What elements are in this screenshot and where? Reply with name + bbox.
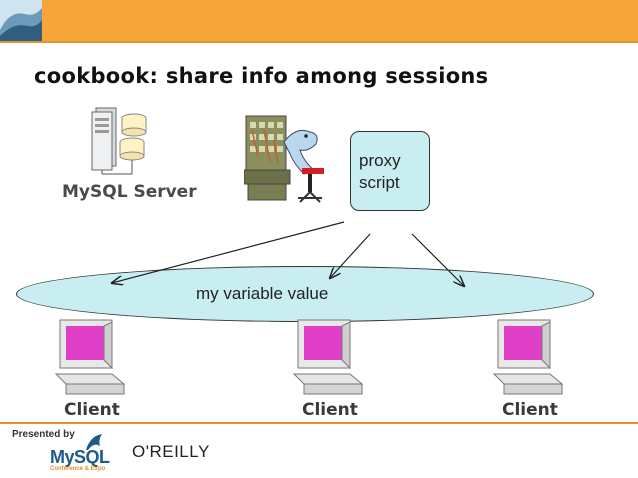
dolphin-operator-icon [243,112,336,209]
client-label: Client [302,400,358,420]
database-server-icon [88,106,152,181]
mysql-logo-text: MySQL [50,447,110,467]
client-computer-icon [292,318,364,403]
shared-variable-label: my variable value [196,284,329,303]
client-label: Client [502,400,558,420]
client-computer-icon [54,318,126,403]
mysql-conference-text: Conference & Expo [50,466,106,472]
oreilly-logo-text: O'REILLY [132,442,210,461]
client-computer-icon [492,318,564,403]
header-divider [0,41,638,43]
mysql-server-label: MySQL Server [62,182,197,202]
proxy-label-line1: proxy [359,151,401,170]
proxy-label-line2: script [359,173,400,192]
slide-title: cookbook: share info among sessions [34,64,489,88]
mysql-dolphin-icon [50,432,110,457]
client-label: Client [64,400,120,420]
proxy-script-box: proxy script [350,131,430,211]
shared-variable-ellipse [16,266,594,322]
footer-divider [0,422,638,424]
arrow-to-left [112,221,345,283]
presented-by-label: Presented by [12,429,75,440]
header-bar [0,0,638,41]
arrow-to-center [330,233,371,278]
wave-logo-icon [0,0,42,41]
arrow-to-right [411,233,464,286]
